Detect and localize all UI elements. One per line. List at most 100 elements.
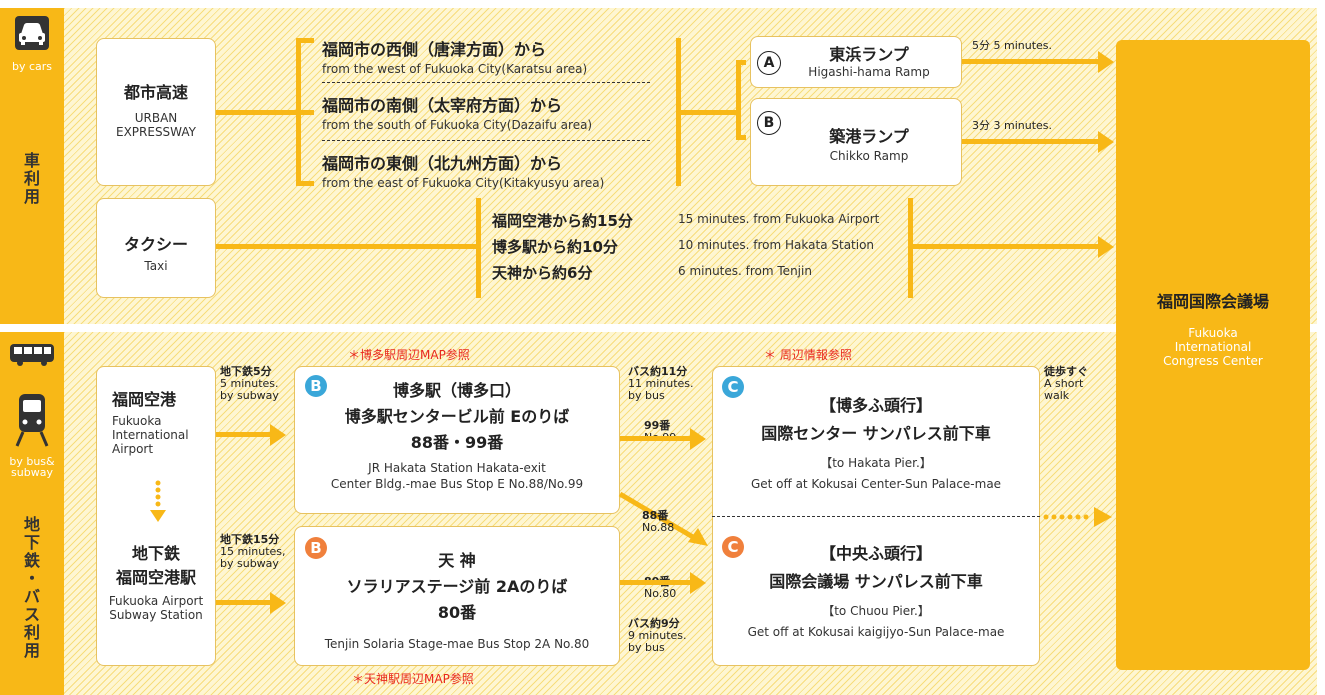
stop-hakata-box: B 博多駅（博多口） 博多駅センタービル前 Eのりば 88番・99番 JR Ha… <box>294 366 620 514</box>
bus-num-jp: 99番 <box>644 419 671 432</box>
route-jp: 福岡市の南側（太宰府方面）から <box>322 96 563 115</box>
ramp-a-time: 5分 5 minutes. <box>972 39 1053 52</box>
route-jp: 福岡市の東側（北九州方面）から <box>322 154 563 173</box>
taxi-en: Taxi <box>144 259 168 273</box>
taxi-bracket <box>908 198 913 298</box>
subway2-jp: 地下鉄15分 <box>220 533 280 546</box>
airport-en: International <box>112 428 189 442</box>
connector <box>296 110 314 115</box>
walk-jp: 徒歩すぐ <box>1044 365 1088 378</box>
taxi-arrow-line <box>913 244 1102 249</box>
dest-chuou-jp: 【中央ふ頭行】 <box>819 544 932 563</box>
route-south: 福岡市の南側（太宰府方面）から from the south of Fukuok… <box>322 92 592 132</box>
stop-tenjin-jp: 天 神 <box>438 551 476 570</box>
connector <box>296 38 314 43</box>
ramp-a-en: Higashi-hama Ramp <box>808 65 930 79</box>
taxi-time-en: 10 minutes. from Hakata Station <box>678 238 875 252</box>
bus-time1-en: by bus <box>628 389 665 402</box>
note-hakata: ＊博多駅周辺MAP参照 <box>348 348 470 362</box>
transit-label-char: ・ <box>23 569 40 588</box>
transit-label-char: 下 <box>23 533 40 552</box>
subway2-arrow <box>216 600 272 605</box>
airport-jp: 福岡空港 <box>112 390 177 409</box>
ramp-b-time: 3分 3 minutes. <box>972 119 1053 132</box>
arrow-head <box>1098 51 1114 73</box>
note-tenjin: ＊天神駅周辺MAP参照 <box>352 672 474 686</box>
transit-label-char: 用 <box>23 641 40 660</box>
ramp-a-jp: 東浜ランプ <box>829 45 909 64</box>
transit-label-char: 地 <box>23 515 40 534</box>
car-label-char: 利 <box>23 169 40 188</box>
ramp-b-marker: B <box>757 111 781 135</box>
subway1-en: 5 minutes. <box>220 377 279 390</box>
dest-chuou-en: Get off at Kokusai kaigijyo-Sun Palace-m… <box>747 625 1005 639</box>
stop-hakata-jp: 博多駅センタービル前 Eのりば <box>344 407 570 426</box>
ramp-a-text: 東浜ランプ Higashi-hama Ramp <box>789 41 949 79</box>
ramp-b-text: 築港ランプ Chikko Ramp <box>789 123 949 163</box>
stop-tenjin-box: B 天 神 ソラリアステージ前 2Aのりば 80番 Tenjin Solaria… <box>294 526 620 666</box>
ramp-b-box: B 築港ランプ Chikko Ramp <box>750 98 962 186</box>
train-icon <box>11 392 53 452</box>
connector <box>736 60 746 65</box>
arrow-head <box>270 592 286 614</box>
note-area: ＊ 周辺情報参照 <box>764 348 852 362</box>
subway-station-text: 地下鉄 福岡空港駅 Fukuoka Airport Subway Station <box>96 540 216 622</box>
transit-label-char: バ <box>23 587 40 606</box>
dest-hakata-en: 【to Hakata Pier.】 <box>820 456 932 470</box>
taxi-bracket <box>476 198 481 298</box>
walk-dotted-arrow <box>1040 506 1114 532</box>
dest-hakata-en: Get off at Kokusai Center-Sun Palace-mae <box>750 477 1002 491</box>
bus-time1-jp: バス約11分 <box>628 365 688 378</box>
destination-en3: Congress Center <box>1163 354 1263 368</box>
expressway-en1: URBAN <box>134 111 178 125</box>
dest-hakata-badge: C <box>722 376 744 398</box>
subway-station-jp: 福岡空港駅 <box>115 568 196 587</box>
subway2-en: by subway <box>220 557 279 570</box>
subway1-arrow <box>216 432 272 437</box>
transit-en-line: subway <box>11 466 53 479</box>
bus-time2-en: by bus <box>628 641 665 654</box>
route-divider <box>322 82 650 83</box>
expressway-jp: 都市高速 <box>123 83 188 102</box>
connector <box>216 110 298 115</box>
ramp-b-arrow <box>962 139 1102 144</box>
walk-en: walk <box>1044 389 1070 402</box>
taxi-jp: タクシー <box>123 235 188 254</box>
bus-time1: バス約11分 11 minutes. by bus <box>628 366 694 402</box>
bus-time1-en: 11 minutes. <box>628 377 694 390</box>
dest-chuou-badge: C <box>722 536 744 558</box>
stop-tenjin-badge: B <box>305 537 327 559</box>
destination-text: 福岡国際会議場 Fukuoka International Congress C… <box>1116 288 1310 368</box>
bus-80-arrow <box>620 580 694 585</box>
taxi-box: タクシー Taxi <box>96 198 216 298</box>
connector <box>676 110 738 115</box>
taxi-arrow-line <box>216 244 478 249</box>
ramp-a-marker: A <box>757 51 781 75</box>
dest-chuou: C 【中央ふ頭行】 国際会議場 サンパレス前下車 【to Chuou Pier.… <box>712 530 1040 639</box>
route-en: from the east of Fukuoka City(Kitakyusyu… <box>322 176 605 190</box>
transit-en-line: by bus& <box>9 455 55 468</box>
taxi-time-jp: 博多駅から約10分 <box>492 238 618 256</box>
destination-box: 福岡国際会議場 Fukuoka International Congress C… <box>1116 40 1310 670</box>
taxi-time-en: 15 minutes. from Fukuoka Airport <box>678 212 880 226</box>
route-en: from the south of Fukuoka City(Dazaifu a… <box>322 118 593 132</box>
transit-label-char: 鉄 <box>23 551 40 570</box>
dotted-down-arrow <box>148 480 168 528</box>
airport-en: Fukuoka <box>112 414 162 428</box>
subway2-en: 15 minutes, <box>220 545 286 558</box>
stop-hakata-jp: 88番・99番 <box>410 433 504 452</box>
taxi-time-jp: 天神から約6分 <box>492 264 593 282</box>
stop-hakata-en: Center Bldg.-mae Bus Stop E No.88/No.99 <box>330 477 584 491</box>
arrow-head <box>690 428 706 450</box>
bus-num-en: No.80 <box>644 587 677 600</box>
ramp-b-en: Chikko Ramp <box>829 149 909 163</box>
bus-88-label: 88番 No.88 <box>642 510 674 534</box>
stop-tenjin-jp: ソラリアステージ前 2Aのりば <box>346 577 568 596</box>
stop-hakata-badge: B <box>305 375 327 397</box>
transit-section-sidebar <box>0 332 64 695</box>
ramp-a-box: A 東浜ランプ Higashi-hama Ramp <box>750 36 962 88</box>
arrow-head <box>690 572 706 594</box>
subway1-en: by subway <box>220 389 279 402</box>
dest-chuou-jp: 国際会議場 サンパレス前下車 <box>769 572 983 591</box>
walk-label: 徒歩すぐ A short walk <box>1044 366 1088 402</box>
